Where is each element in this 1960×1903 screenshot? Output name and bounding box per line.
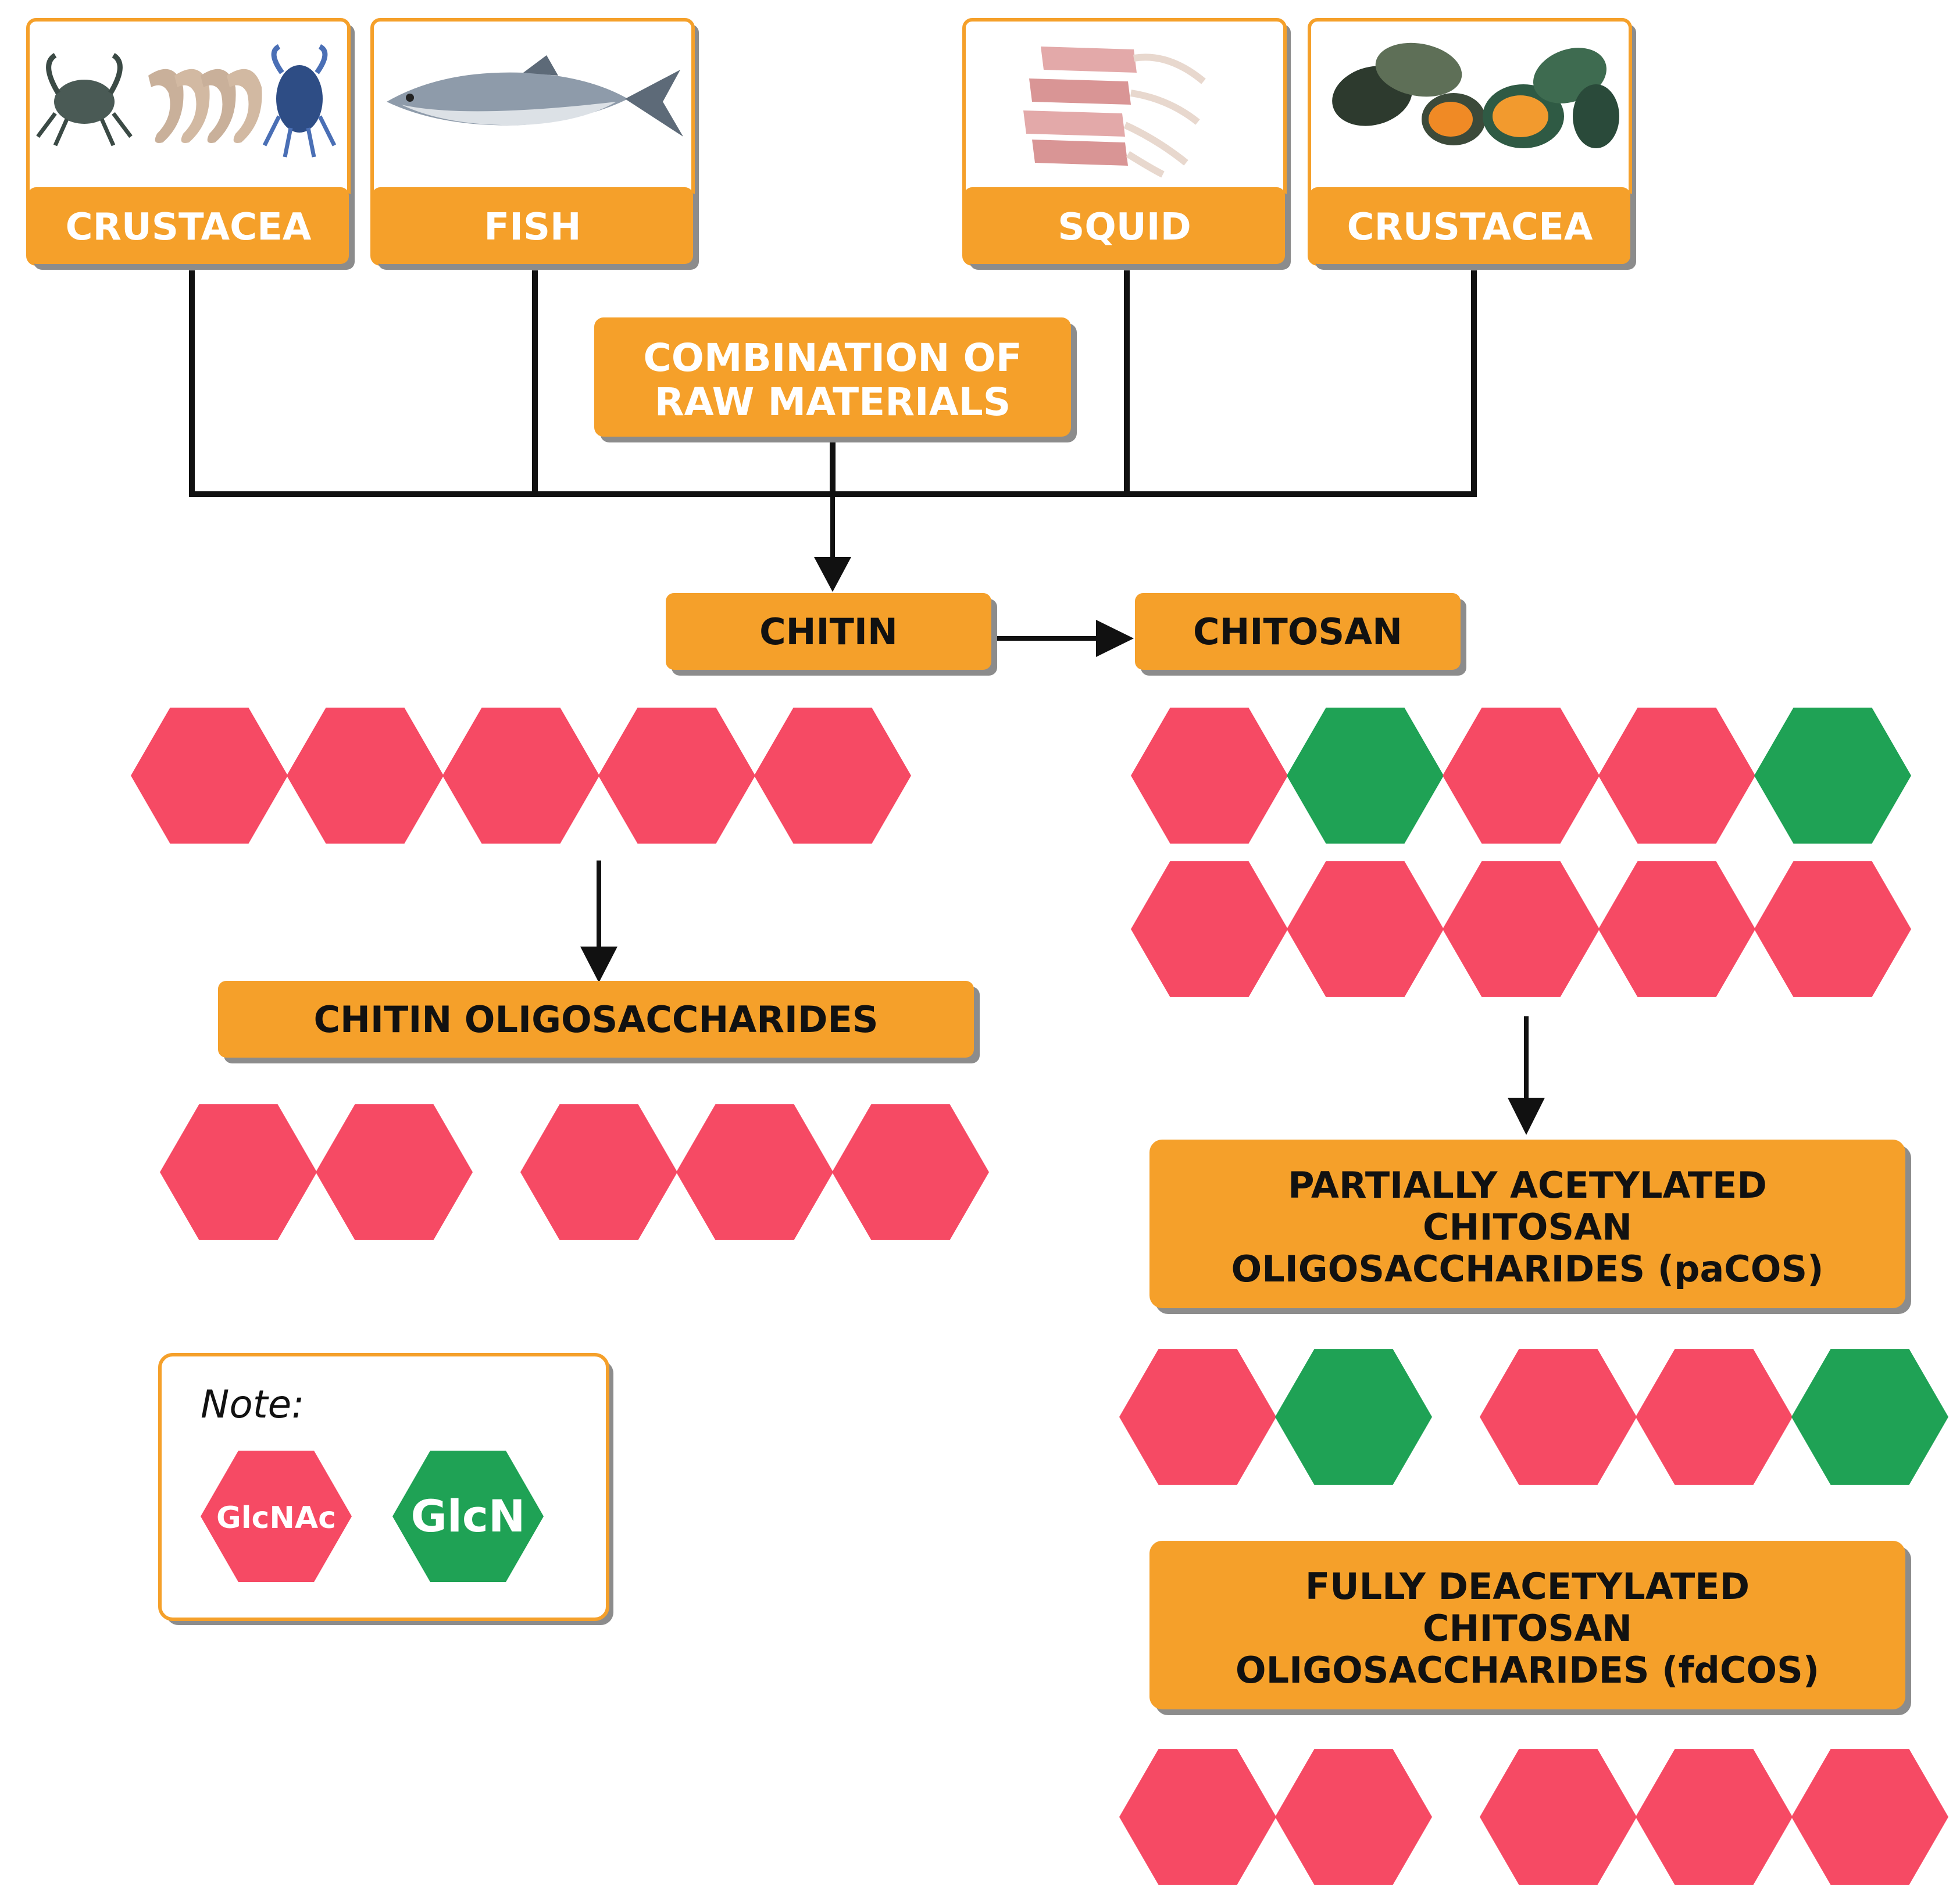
glcnac-hexagon <box>754 708 911 844</box>
glcn-hexagon <box>1754 708 1911 844</box>
glcnac-hexagon <box>1287 861 1444 997</box>
glcnac-hexagon <box>131 708 288 844</box>
chain-chitin-oligo-b <box>520 1104 989 1240</box>
crab-shrimp-image <box>36 44 337 158</box>
combination-box: COMBINATION OF RAW MATERIALS <box>594 317 1077 442</box>
chain-chitosan-row-1 <box>1131 708 1911 844</box>
source-label-fish: FISH <box>484 206 581 249</box>
glcnac-hexagon <box>676 1104 833 1240</box>
source-label-crustacea-2: CRUSTACEA <box>1347 206 1593 249</box>
glcnac-hexagon <box>520 1104 677 1240</box>
glcn-hexagon <box>1275 1349 1432 1485</box>
pacos-line-2: CHITOSAN <box>1423 1206 1632 1248</box>
source-label-crustacea-1: CRUSTACEA <box>66 206 312 249</box>
fdcos-box: FULLY DEACETYLATED CHITOSAN OLIGOSACCHAR… <box>1149 1541 1911 1715</box>
glcnac-hexagon <box>1480 1349 1637 1485</box>
glcn-hexagon <box>1791 1349 1948 1485</box>
chitin-label: CHITIN <box>759 610 898 653</box>
chain-fdcos-b <box>1480 1749 1948 1885</box>
source-card-crustacea-2: CRUSTACEA <box>1308 18 1636 270</box>
arrow-to-chitosan-head <box>1096 620 1134 657</box>
glcnac-hexagon <box>1443 708 1600 844</box>
legend-glcn: GlcN <box>392 1451 544 1582</box>
glcnac-hexagon <box>1598 708 1755 844</box>
chitosan-box: CHITOSAN <box>1135 593 1466 676</box>
glcnac-hexagon <box>287 708 444 844</box>
legend-note: Note: GlcNAc GlcN <box>158 1353 613 1625</box>
source-card-crustacea-1: CRUSTACEA <box>26 18 355 270</box>
chain-chitin-oligo-a <box>160 1104 473 1240</box>
chitosan-label: CHITOSAN <box>1193 610 1402 653</box>
pacos-box: PARTIALLY ACETYLATED CHITOSAN OLIGOSACCH… <box>1149 1140 1911 1314</box>
arrow-to-chitin-oligo-head <box>580 947 617 983</box>
glcnac-hexagon <box>316 1104 473 1240</box>
legend-glcn-label: GlcN <box>410 1490 525 1542</box>
glcnac-hexagon <box>1480 1749 1637 1885</box>
source-cards: CRUSTACEA FISH <box>26 18 1636 270</box>
glcnac-hexagon <box>598 708 755 844</box>
fdcos-line-1: FULLY DEACETYLATED <box>1305 1565 1750 1608</box>
pacos-line-1: PARTIALLY ACETYLATED <box>1288 1164 1767 1206</box>
mussel-image <box>1332 42 1619 148</box>
glcnac-hexagon <box>1119 1749 1276 1885</box>
chain-pacos-a <box>1119 1349 1432 1485</box>
chitin-oligo-label: CHITIN OLIGOSACCHARIDES <box>314 998 879 1041</box>
legend-glcn-hexagon <box>392 1451 544 1582</box>
glcnac-hexagon <box>1131 708 1288 844</box>
fish-image <box>387 55 683 137</box>
glcnac-hexagon <box>1119 1349 1276 1485</box>
legend-glcnac-hexagon <box>201 1451 352 1582</box>
pacos-line-3: OLIGOSACCHARIDES (paCOS) <box>1231 1248 1823 1290</box>
chitin-box: CHITIN <box>666 593 997 676</box>
arrow-to-pacos-head <box>1508 1098 1545 1135</box>
legend-title: Note: <box>201 1382 304 1427</box>
arrow-to-chitin-head <box>814 557 851 592</box>
chain-fdcos-a <box>1119 1749 1432 1885</box>
glcnac-hexagon <box>1131 861 1288 997</box>
source-card-fish: FISH <box>370 18 699 270</box>
chain-chitin <box>131 708 911 844</box>
glcnac-hexagon <box>1791 1749 1948 1885</box>
glcnac-hexagon <box>1754 861 1911 997</box>
fdcos-line-3: OLIGOSACCHARIDES (fdCOS) <box>1236 1649 1819 1691</box>
chain-pacos-b <box>1480 1349 1948 1485</box>
combination-line-2: RAW MATERIALS <box>655 380 1011 424</box>
combination-line-1: COMBINATION OF <box>643 335 1022 380</box>
glcnac-hexagon <box>1636 1349 1793 1485</box>
source-card-squid: SQUID <box>962 18 1291 270</box>
glcnac-hexagon <box>1598 861 1755 997</box>
glcnac-hexagon <box>832 1104 989 1240</box>
chitin-oligo-box: CHITIN OLIGOSACCHARIDES <box>218 981 980 1063</box>
fdcos-line-2: CHITOSAN <box>1423 1607 1632 1649</box>
source-label-squid: SQUID <box>1058 206 1191 249</box>
glcnac-hexagon <box>1636 1749 1793 1885</box>
legend-glcnac-label: GlcNAc <box>216 1501 336 1536</box>
squid-image <box>1023 47 1206 178</box>
legend-glcnac: GlcNAc <box>201 1451 352 1582</box>
glcnac-hexagon <box>160 1104 317 1240</box>
glcnac-hexagon <box>442 708 599 844</box>
chain-chitosan-row-2 <box>1131 861 1911 997</box>
glcnac-hexagon <box>1443 861 1600 997</box>
glcn-hexagon <box>1287 708 1444 844</box>
glcnac-hexagon <box>1275 1749 1432 1885</box>
arrows <box>580 494 1545 1135</box>
